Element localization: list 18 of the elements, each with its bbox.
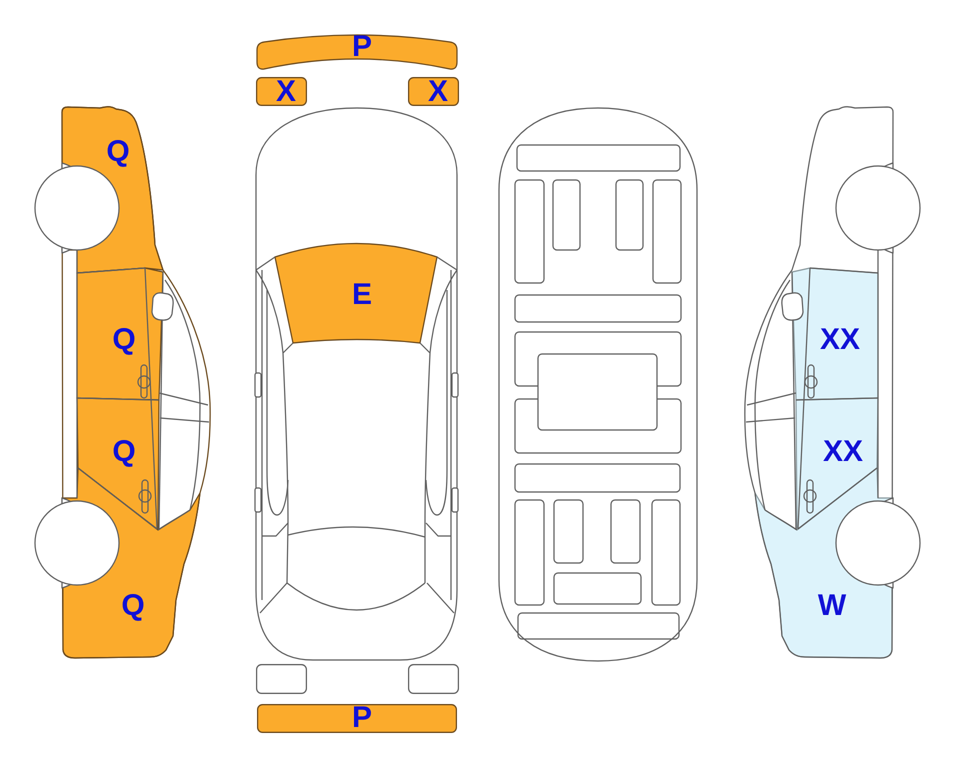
damage-code: E [352, 283, 372, 307]
damage-code: X [428, 80, 448, 104]
bumper-panel [256, 34, 458, 71]
lamp-panel [256, 77, 307, 106]
damage-code: P [352, 706, 372, 730]
windshield-panel [275, 243, 437, 343]
door-panel [77, 268, 163, 400]
bumper-panel [257, 704, 457, 733]
lamp-outline [256, 664, 307, 694]
damage-code: XX [820, 328, 860, 352]
damage-code: P [352, 35, 372, 59]
damage-code: XX [822, 440, 864, 464]
damage-code: W [818, 594, 846, 618]
lamp-outline [408, 664, 459, 694]
door-panel [792, 268, 878, 400]
door-panel [77, 398, 159, 530]
damage-code: X [276, 80, 296, 104]
lamp-panel [408, 77, 459, 106]
